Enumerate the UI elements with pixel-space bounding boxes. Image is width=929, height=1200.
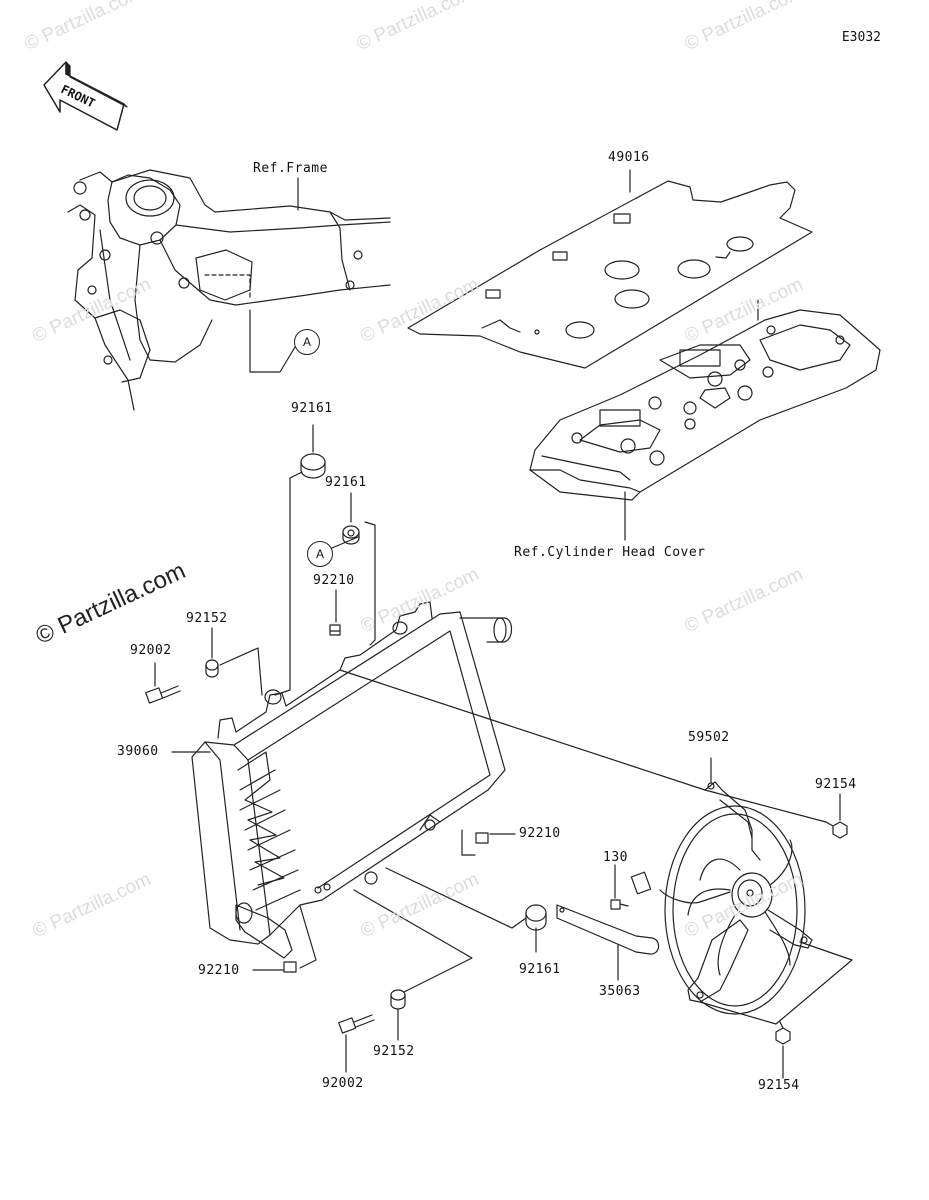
part-92002-label: 92002 (130, 643, 172, 658)
bolt-92002-top (145, 685, 181, 704)
collar-92152-bottom (390, 989, 406, 1010)
part-49016-label: 49016 (608, 150, 650, 165)
part-92161-label: 92161 (519, 962, 561, 977)
part-92161-label: 92161 (291, 401, 333, 416)
collar-92152-top (205, 659, 219, 678)
part-92161-label: 92161 (325, 475, 367, 490)
ref-frame-label: Ref.Frame (253, 161, 328, 176)
bolt-92154-bottom (775, 1021, 791, 1045)
clip-92210-bottom (283, 961, 297, 973)
part-92152-label: 92152 (373, 1044, 415, 1059)
front-arrow-icon (43, 61, 128, 131)
part-59502-label: 59502 (688, 730, 730, 745)
part-130-label: 130 (603, 850, 628, 865)
cylinder-head-cover-part (529, 309, 881, 501)
part-92154-label: 92154 (815, 777, 857, 792)
clip-92210-mid (475, 832, 489, 844)
frame-part (67, 169, 391, 411)
marker-a-frame: A (294, 329, 320, 355)
bolt-92002-bottom (338, 1014, 375, 1034)
part-35063-label: 35063 (599, 984, 641, 999)
bracket-35063-part (556, 904, 660, 955)
front-label: FRONT (59, 82, 98, 110)
bolt-92154-top (825, 821, 848, 839)
radiator-39060-part (191, 601, 513, 959)
marker-a-grommet: A (307, 541, 333, 567)
clip-92210-top (329, 624, 341, 636)
grommet-92161-mid (342, 525, 360, 545)
part-92154-label: 92154 (758, 1078, 800, 1093)
ref-cylinder-head-cover-label: Ref.Cylinder Head Cover (514, 545, 706, 560)
gasket-49016-part (407, 180, 813, 369)
part-92210-label: 92210 (519, 826, 561, 841)
part-92152-label: 92152 (186, 611, 228, 626)
bolt-130-part (610, 899, 629, 910)
part-92210-label: 92210 (198, 963, 240, 978)
part-39060-label: 39060 (117, 744, 159, 759)
part-92210-label: 92210 (313, 573, 355, 588)
fan-assembly-59502-part (630, 781, 813, 1015)
diagram-code: E3032 (841, 30, 881, 45)
part-92002-label: 92002 (322, 1076, 364, 1091)
